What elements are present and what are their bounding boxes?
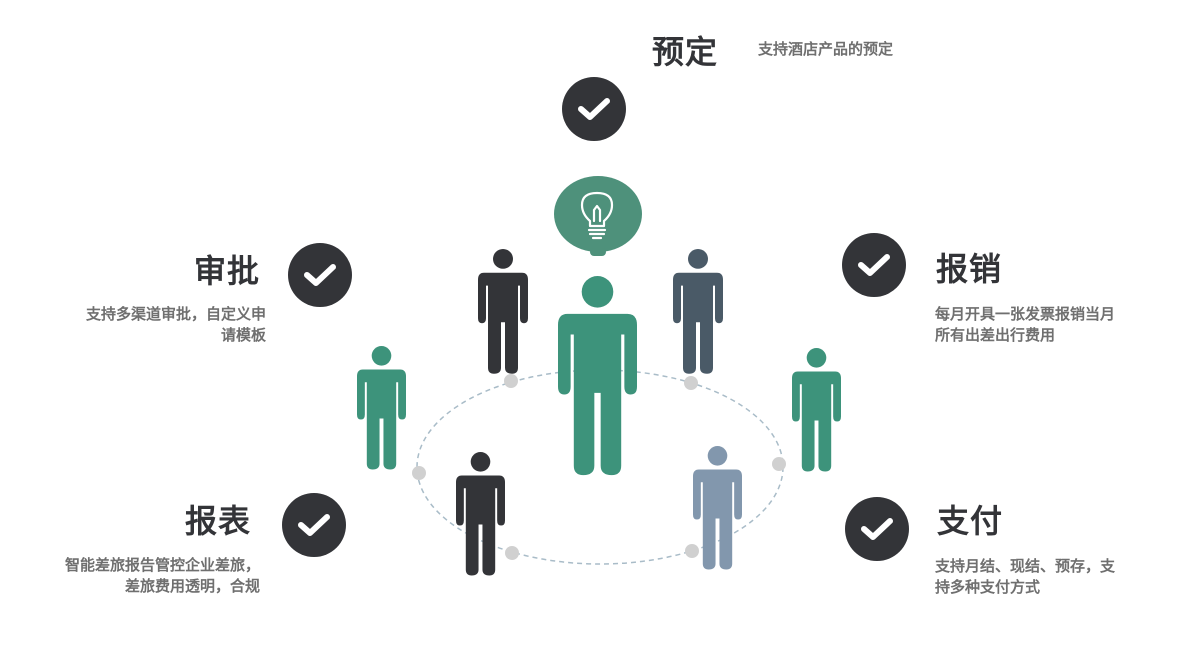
check-circle-icon (845, 497, 909, 561)
approval-description-line2: 请模板 (220, 326, 266, 344)
payment-description: 支持月结、现结、预存，支 持多种支付方式 (935, 556, 1115, 598)
reimbursement-description-line2: 所有出差出行费用 (935, 326, 1056, 344)
lightbulb-icon (554, 176, 642, 256)
reports-description-line2: 差旅费用透明，合规 (124, 577, 260, 595)
booking-description: 支持酒店产品的预定 (758, 40, 894, 58)
reports-title: 报表 (185, 502, 252, 540)
approval-title: 审批 (194, 252, 261, 290)
approval-description: 支持多渠道审批，自定义申 请模板 (20, 304, 266, 346)
reports-description: 智能差旅报告管控企业差旅， 差旅费用透明，合规 (10, 555, 260, 597)
person-icon (792, 348, 841, 472)
person-icon (456, 452, 505, 576)
approval-description-line1: 支持多渠道审批，自定义申 (85, 305, 266, 323)
reimbursement-title: 报销 (936, 250, 1003, 288)
orbit-nodes (412, 374, 786, 560)
check-circle-icon (562, 77, 626, 141)
check-circle-icon (282, 493, 346, 557)
reimbursement-description: 每月开具一张发票报销当月 所有出差出行费用 (935, 304, 1115, 346)
payment-title: 支付 (937, 502, 1004, 540)
check-circle-icon (842, 233, 906, 297)
person-icon (693, 446, 742, 570)
person-icon (558, 276, 637, 476)
person-icon (478, 249, 528, 374)
booking-title: 预定 (652, 33, 719, 71)
person-icon (357, 346, 406, 470)
person-icon (673, 249, 723, 374)
reimbursement-description-line1: 每月开具一张发票报销当月 (935, 305, 1116, 323)
payment-description-line1: 支持月结、现结、预存，支 (935, 557, 1116, 575)
reports-description-line1: 智能差旅报告管控企业差旅， (64, 556, 260, 574)
payment-description-line2: 持多种支付方式 (935, 578, 1041, 596)
check-circle-icon (288, 243, 352, 307)
